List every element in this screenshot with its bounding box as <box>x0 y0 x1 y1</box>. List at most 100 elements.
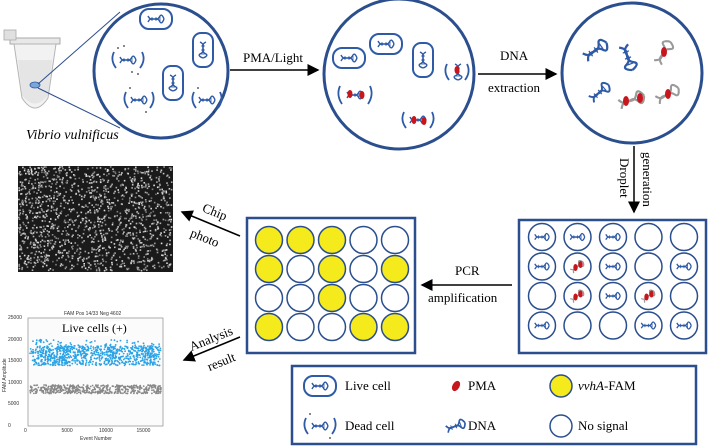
plot-title: FAM Pos 14/33 Neg 4602 <box>64 311 122 317</box>
droplet-dna <box>527 252 557 281</box>
legend-box <box>290 364 698 446</box>
droplet-dna <box>598 252 628 281</box>
well-positive <box>380 254 410 284</box>
live-cell <box>332 47 366 69</box>
droplet-empty <box>598 311 628 340</box>
dead-dna <box>654 40 675 66</box>
sample-circle <box>92 2 230 140</box>
y-tick-label: 25000 <box>8 315 22 321</box>
legend-fam-suffix: -FAM <box>603 378 636 393</box>
well-positive <box>349 312 378 342</box>
live-cell <box>412 42 434 78</box>
no-signal-icon <box>549 414 573 438</box>
organism-label: Vibrio vulnificus <box>26 128 119 143</box>
plot-overlay-label: Live cells (+) <box>62 321 127 336</box>
dead-cell <box>191 87 223 113</box>
step-droplet-label-2: generation <box>640 152 655 207</box>
droplet-empty <box>634 252 663 281</box>
droplet-dna <box>669 311 699 340</box>
droplet-dna <box>634 311 663 340</box>
droplet-dead <box>563 252 592 281</box>
droplet-dead <box>634 281 663 311</box>
step-droplet-label-1: Droplet <box>617 158 632 198</box>
well-grid <box>254 225 410 342</box>
droplet-dna <box>563 222 592 252</box>
droplet-empty <box>527 281 557 311</box>
live-cell <box>369 33 403 55</box>
well-positive <box>254 254 284 284</box>
x-tick-label: 5000 <box>61 428 73 434</box>
dead-cell-icon <box>303 413 337 439</box>
step-pcr-label-2: amplification <box>428 290 498 305</box>
well-negative <box>286 283 315 313</box>
y-tick-label: 20000 <box>8 336 22 343</box>
droplet-empty <box>669 281 699 311</box>
zoom-line-bottom <box>37 87 121 129</box>
well-negative <box>349 225 378 255</box>
microtube-icon <box>3 29 61 109</box>
legend-dead-cell: Dead cell <box>345 418 395 433</box>
live-cell <box>192 32 214 68</box>
y-tick-label: 0 <box>8 423 11 429</box>
legend-live-cell: Live cell <box>345 378 391 393</box>
well-positive <box>286 225 315 255</box>
well-negative <box>380 225 410 255</box>
step-pcr-label-1: PCR <box>455 263 480 278</box>
y-tick-label: 10000 <box>8 379 22 386</box>
well-negative <box>317 312 347 342</box>
droplet-dna <box>527 222 557 252</box>
well-positive <box>317 225 347 255</box>
step-dna-label-1: DNA <box>500 48 529 63</box>
well-positive <box>254 225 284 255</box>
x-tick-label: 10000 <box>99 428 113 434</box>
droplet-dna <box>527 311 557 340</box>
amplitude-plot <box>0 306 170 442</box>
arrow-analysis <box>182 336 241 362</box>
well-positive <box>317 254 347 284</box>
dead-cell <box>111 45 145 75</box>
droplet-grid <box>527 222 699 340</box>
well-negative <box>349 283 378 313</box>
y-tick-label: 15000 <box>8 358 22 365</box>
well-positive <box>254 312 284 342</box>
dead-cell <box>123 87 155 113</box>
plot-xlabel: Event Number <box>80 436 112 442</box>
legend-pma: PMA <box>468 378 497 393</box>
well-positive <box>317 283 347 313</box>
legend-no-signal: No signal <box>578 418 629 433</box>
well-negative <box>286 312 315 342</box>
dead-cell-pma <box>444 63 470 81</box>
legend-dna: DNA <box>468 418 497 433</box>
arrow-chip-photo <box>180 210 241 237</box>
y-tick-label: 5000 <box>8 401 20 408</box>
zoom-line-top <box>37 11 121 85</box>
droplet-empty <box>669 222 699 252</box>
droplet-empty <box>634 222 663 252</box>
droplet-dna <box>598 281 628 311</box>
droplet-dna <box>669 252 699 281</box>
legend-fam: vvhA-FAM <box>578 378 636 394</box>
well-negative <box>349 254 378 284</box>
positive-well-icon <box>549 374 573 398</box>
live-cell <box>162 65 184 101</box>
live-cell <box>139 8 173 30</box>
dead-cell-pma <box>337 85 373 105</box>
droplet-dead <box>563 281 592 311</box>
x-tick-label: 15000 <box>136 428 151 434</box>
droplet-empty <box>563 311 592 340</box>
chip-photo <box>18 166 173 272</box>
dead-cell-pma <box>401 111 435 129</box>
well-negative <box>380 283 410 313</box>
step-pma-label: PMA/Light <box>243 50 303 65</box>
dead-dna <box>617 90 646 110</box>
live-cell-icon <box>303 375 337 397</box>
legend-fam-gene: vvhA <box>578 378 604 393</box>
droplet-dna <box>598 222 628 252</box>
well-negative <box>286 254 315 284</box>
pma-treated-circle <box>322 0 476 151</box>
x-tick-label: 0 <box>24 428 27 434</box>
extracted-dna-circle <box>560 1 704 145</box>
step-dna-label-2: extraction <box>488 80 540 95</box>
well-negative <box>254 283 284 313</box>
